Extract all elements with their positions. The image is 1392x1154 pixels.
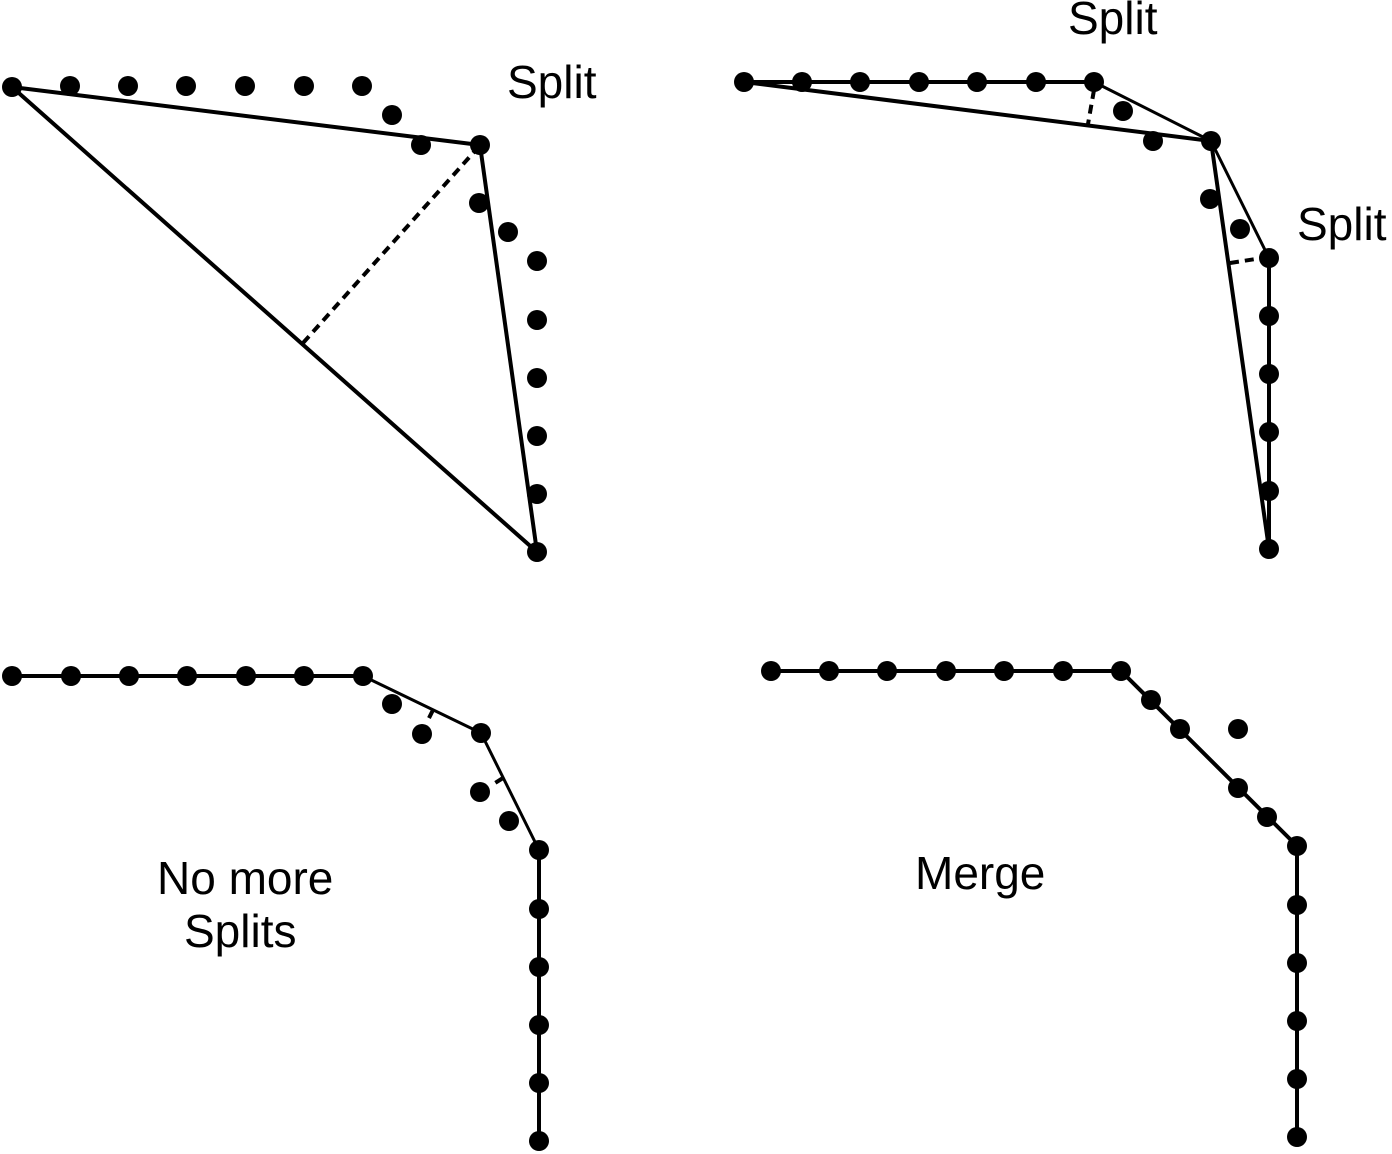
label-split: Split <box>507 56 597 108</box>
contour-point <box>1230 219 1250 239</box>
contour-point <box>1287 1069 1307 1089</box>
label-split-right: Split <box>1297 198 1387 250</box>
contour-point <box>118 76 138 96</box>
contour-point <box>734 72 754 92</box>
contour-point <box>529 1073 549 1093</box>
contour-point <box>61 666 81 686</box>
label-splits: Splits <box>184 905 296 957</box>
contour-point <box>1053 661 1073 681</box>
contour-point <box>412 724 432 744</box>
contour-point <box>967 72 987 92</box>
contour-point <box>382 694 402 714</box>
contour-point <box>1201 131 1221 151</box>
contour-point <box>352 76 372 96</box>
contour-point <box>1143 131 1163 151</box>
contour-point <box>1026 72 1046 92</box>
fit-segment-diagonal <box>10 85 539 554</box>
contour-point <box>1259 481 1279 501</box>
contour-point <box>2 77 22 97</box>
contour-point <box>527 310 547 330</box>
contour-point <box>236 666 256 686</box>
contour-point <box>382 105 402 125</box>
contour-point <box>469 193 489 213</box>
contour-point <box>877 661 897 681</box>
contour-point <box>819 661 839 681</box>
contour-point <box>527 251 547 271</box>
distance-marker-upper <box>426 709 435 721</box>
contour-point <box>1259 422 1279 442</box>
max-distance-marker-right <box>1229 256 1263 265</box>
contour-point <box>527 542 547 562</box>
contour-point <box>1228 719 1248 739</box>
contour-point <box>529 957 549 977</box>
contour-point <box>1141 690 1161 710</box>
contour-point <box>1113 101 1133 121</box>
contour-point <box>294 76 314 96</box>
max-distance-marker-top <box>1086 89 1096 125</box>
contour-point <box>411 135 431 155</box>
contour-point <box>60 76 80 96</box>
fit-segment-bend-lower <box>479 731 541 852</box>
contour-point <box>1259 364 1279 384</box>
contour-point <box>1259 306 1279 326</box>
contour-point <box>1287 1127 1307 1147</box>
panel-no-more-splits: No more Splits <box>2 666 549 1151</box>
contour-point <box>529 899 549 919</box>
contour-point <box>470 782 490 802</box>
contour-point <box>792 72 812 92</box>
contour-point <box>1287 1011 1307 1031</box>
contour-point <box>850 72 870 92</box>
fit-segment-bend-upper <box>361 674 483 735</box>
contour-point <box>235 76 255 96</box>
contour-point <box>761 661 781 681</box>
contour-point <box>1084 72 1104 92</box>
contour-point <box>498 222 518 242</box>
contour-point <box>499 811 519 831</box>
contour-point <box>1111 661 1131 681</box>
contour-point <box>1287 895 1307 915</box>
contour-point <box>177 666 197 686</box>
contour-point <box>1200 189 1220 209</box>
fit-segment-top-long <box>742 80 1213 143</box>
panel-second-split: Split Split <box>734 0 1387 559</box>
label-split-top: Split <box>1068 0 1158 44</box>
contour-point <box>909 72 929 92</box>
contour-point <box>529 840 549 860</box>
contour-point <box>529 1131 549 1151</box>
contour-point <box>294 666 314 686</box>
contour-point <box>529 1015 549 1035</box>
contour-point <box>994 661 1014 681</box>
contour-point <box>1287 836 1307 856</box>
distance-marker-lower <box>493 776 505 785</box>
contour-point <box>527 426 547 446</box>
contour-point <box>2 666 22 686</box>
fit-segment-top-bend <box>1092 80 1213 143</box>
label-merge: Merge <box>915 847 1045 899</box>
contour-point <box>1287 953 1307 973</box>
fit-segment-right <box>478 143 539 554</box>
fit-segment-right-long <box>1209 139 1271 551</box>
contour-point <box>470 135 490 155</box>
contour-point <box>527 368 547 388</box>
contour-point <box>1228 778 1248 798</box>
panel-merge: Merge <box>761 661 1307 1147</box>
contour-point <box>1259 248 1279 268</box>
contour-point <box>471 723 491 743</box>
max-distance-marker <box>301 150 476 345</box>
contour-point <box>119 666 139 686</box>
contour-point <box>1257 807 1277 827</box>
contour-point <box>936 661 956 681</box>
label-no-more: No more <box>157 852 333 904</box>
fit-segment-top <box>10 85 482 147</box>
contour-point <box>353 666 373 686</box>
fit-segment-right-bend <box>1209 139 1271 260</box>
contour-point <box>1170 719 1190 739</box>
panel-initial-split: Split <box>2 56 597 562</box>
contour-point <box>527 484 547 504</box>
contour-point <box>1259 539 1279 559</box>
contour-point <box>176 76 196 96</box>
